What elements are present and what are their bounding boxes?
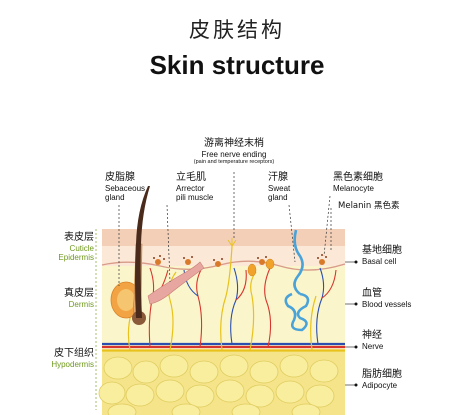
blood-label: 血管 Blood vessels [362,288,411,309]
epidermis-en1: Cuticle [69,243,94,253]
nerve-nodules [247,258,275,277]
fat-cell [98,381,126,405]
sebaceous-label: 皮脂腺 Sebaceous gland [105,172,145,202]
stratum-corneum [102,229,345,246]
fat-cell [219,354,249,378]
epidermis-cn: 表皮层 [64,232,94,243]
fat-cell [309,359,339,383]
melanocyte-en: Melanocyte [333,183,374,193]
arrector-en2: pili muscle [176,192,214,202]
free-nerve-cn: 游离神经末梢 [204,138,264,149]
free-nerve-sub: (pain and temperature receptors) [193,158,275,165]
dermis-cn: 真皮层 [64,288,94,299]
sebaceous-en2: gland [105,192,125,202]
hypodermis-label: 皮下组织 Hypodermis [14,348,94,369]
fat-cell [189,360,219,384]
melanocytes [155,259,325,267]
free-nerve-en: Free nerve ending [201,149,267,159]
fat-cell [291,403,321,415]
sweat-en1: Sweat [268,183,291,193]
fat-cell [132,360,160,384]
fat-cell [231,403,261,415]
sweat-en2: gland [268,192,288,202]
adipocyte-cn: 脂肪细胞 [362,369,402,380]
arrector-muscle [147,261,205,305]
fat-cell [215,379,245,403]
arrector-cn: 立毛肌 [176,172,206,183]
fat-cell [155,379,185,403]
sweat-label: 汗腺 Sweat gland [268,172,290,202]
pointer-dots [354,260,358,387]
basal-cn: 基地细胞 [362,245,402,256]
title-english: Skin structure [149,50,325,80]
fat-cell [249,360,279,384]
nerve-cn: 神经 [362,330,382,341]
sebaceous-cn: 皮脂腺 [105,172,135,183]
adipocyte-cells [98,354,339,415]
blood-en: Blood vessels [362,299,412,309]
fat-cell [185,384,215,408]
melanin-label: Melanin 黑色素 [338,201,400,211]
dermis-label: 真皮层 Dermis [22,288,94,309]
nerve-label: 神经 Nerve [362,330,383,351]
adipocyte-label: 脂肪细胞 Adipocyte [362,369,402,390]
arrector-en1: Arrector [176,183,205,193]
fat-cell [171,403,201,415]
fat-cell [103,356,133,380]
adipocyte-en: Adipocyte [362,380,398,390]
epidermis-en2: Epidermis [58,252,94,262]
sebaceous-gland-inner [117,289,135,311]
melanin-granules [153,254,327,261]
dermis-en: Dermis [68,299,94,309]
sweat-cn: 汗腺 [268,172,288,183]
hypodermis-cn: 皮下组织 [54,348,94,359]
sebaceous-en1: Sebaceous [105,183,146,193]
right-pointer-lines [345,261,356,386]
basal-label: 基地细胞 Basal cell [362,245,402,266]
arrector-label: 立毛肌 Arrector pili muscle [176,172,213,202]
fat-cell [125,383,155,407]
sweat-gland-coil [284,292,310,332]
hypodermis-en: Hypodermis [51,359,94,369]
sweat-gland-duct [293,229,304,296]
fat-cell [159,354,189,378]
free-nerve-label: 游离神经末梢 Free nerve ending (pain and tempe… [184,138,284,165]
leader-lines [118,172,332,286]
melanocyte-cn: 黑色素细胞 [333,172,383,183]
blood-cn: 血管 [362,288,382,299]
epidermis-layer [102,245,345,266]
epidermis-label: 表皮层 Cuticle Epidermis [22,232,94,262]
title-chinese: 皮肤结构 [189,18,285,42]
free-nerve-endings [227,238,237,247]
fat-cell [275,380,305,404]
fat-cell [107,403,137,415]
melanocyte-label: 黑色素细胞 Melanocyte [333,172,383,193]
fat-cell [245,384,275,408]
hair-shaft [135,186,150,318]
fat-cell [305,384,335,408]
nerve-en: Nerve [362,341,384,351]
fat-cell [279,354,309,378]
basal-en: Basal cell [362,256,397,266]
